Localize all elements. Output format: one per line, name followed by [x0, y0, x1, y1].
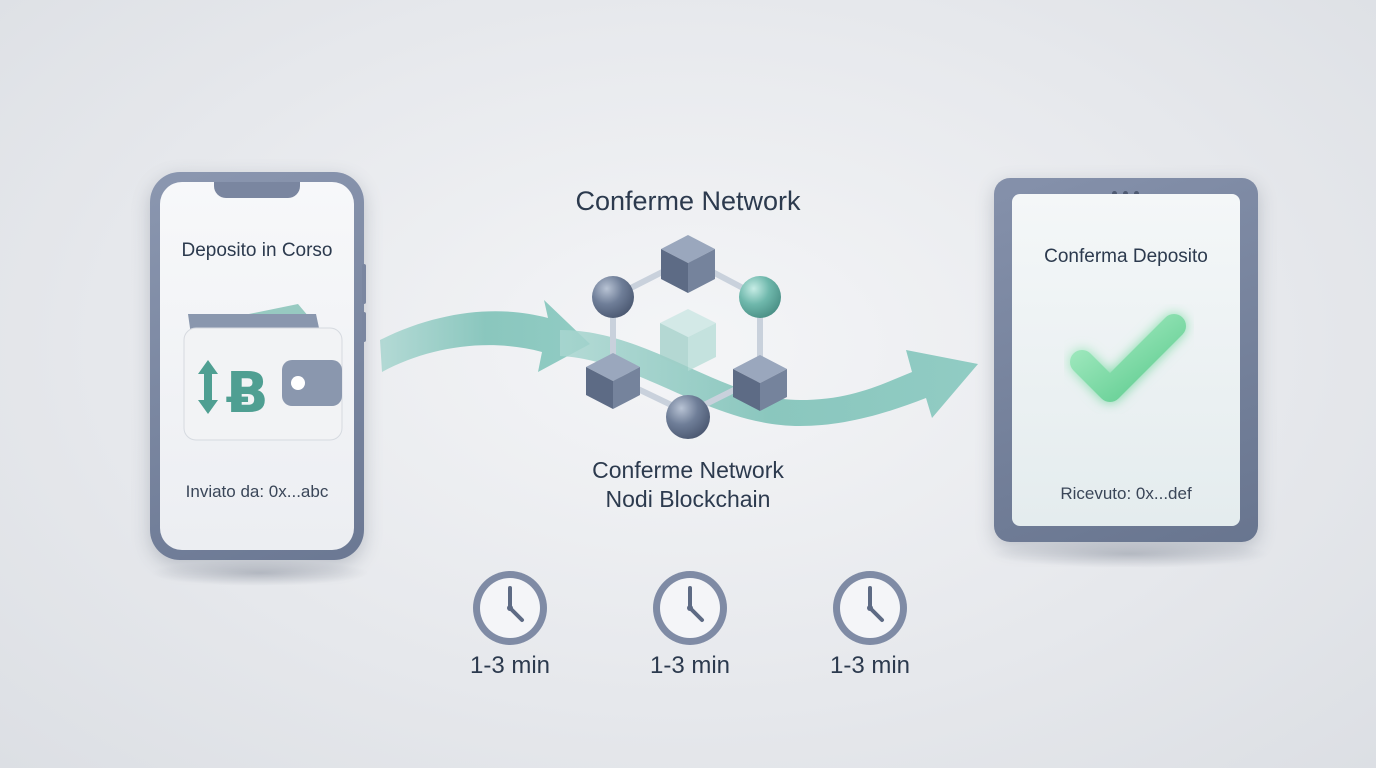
block-left — [586, 353, 640, 409]
node-left — [592, 276, 634, 318]
network-subtitle-line1: Conferme Network — [592, 457, 784, 483]
flow-arrow-segment-1 — [380, 300, 590, 372]
timer-label: 1-3 min — [829, 652, 911, 679]
network-subtitle: Conferme Network Nodi Blockchain — [488, 456, 888, 514]
phone-notch — [214, 182, 300, 198]
receiver-footer: Ricevuto: 0x...def — [1060, 484, 1192, 503]
tablet-shadow — [990, 540, 1270, 568]
sender-footer: Inviato da: 0x...abc — [185, 482, 329, 501]
node-right — [739, 276, 781, 318]
network-subtitle-line2: Nodi Blockchain — [605, 486, 771, 512]
blockchain-nodes-icon — [586, 235, 787, 439]
center-block — [660, 309, 716, 371]
receiver-title: Conferma Deposito — [1044, 246, 1208, 267]
phone-side-button — [362, 264, 366, 304]
phone-side-button — [362, 312, 366, 342]
flow-arrow-segment-2 — [560, 330, 978, 426]
phone-shadow — [150, 560, 370, 586]
sender-phone: Deposito in Corso Ƀ Inviato da: 0x...abc — [150, 172, 366, 560]
phone-screen: Deposito in Corso Ƀ Inviato da: 0x...abc — [160, 182, 354, 550]
timer-label: 1-3 min — [469, 652, 551, 679]
timer-label: 1-3 min — [649, 652, 731, 679]
tablet-camera — [1112, 183, 1140, 196]
block-top — [661, 235, 715, 293]
sender-title: Deposito in Corso — [181, 240, 333, 261]
up-down-arrows-icon — [198, 360, 218, 414]
node-bottom — [666, 395, 710, 439]
wallet-icon: Ƀ — [183, 304, 343, 441]
checkmark-icon — [1070, 314, 1186, 402]
clock-icon — [473, 571, 547, 645]
network-title: Conferme Network — [575, 186, 801, 216]
bitcoin-icon: Ƀ — [226, 361, 269, 426]
receiver-tablet: Conferma Deposito Ricevuto: 0x...def — [994, 178, 1258, 542]
tablet-screen: Conferma Deposito Ricevuto: 0x...def — [1012, 194, 1240, 526]
block-right — [733, 355, 787, 411]
clock-icon — [833, 571, 907, 645]
clock-icon — [653, 571, 727, 645]
